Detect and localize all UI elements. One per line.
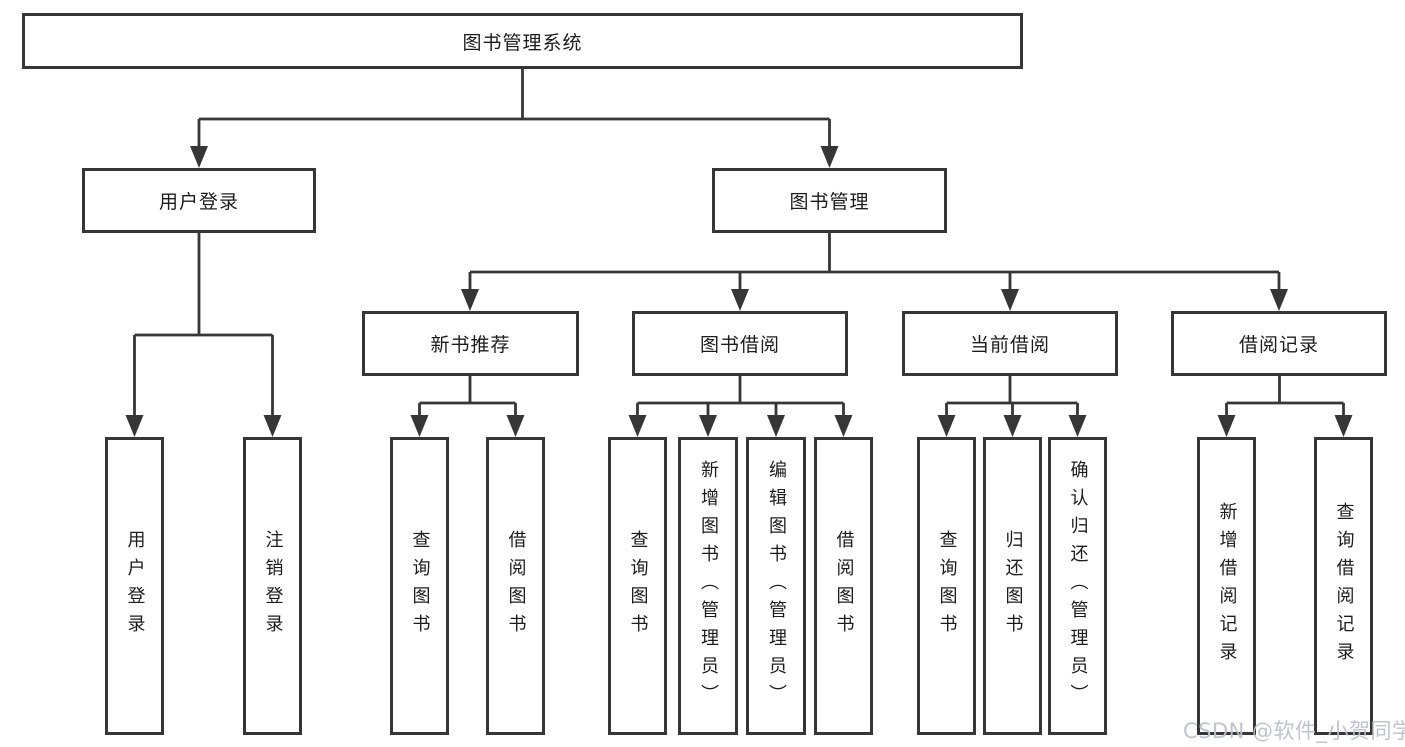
leaf-add-book-admin: 新增图书（管理员） — [678, 437, 738, 735]
leaf-return-book: 归还图书 — [983, 437, 1042, 735]
leaf-label: 查询借阅记录 — [1333, 502, 1355, 670]
connector-borrow-record-to-leaves — [1217, 375, 1353, 437]
leaf-logout: 注销登录 — [243, 437, 302, 735]
node-user-login: 用户登录 — [82, 168, 316, 233]
watermark: CSDN @软件_小贺同学 — [1183, 719, 1405, 743]
connector-book-borrow-to-leaves — [628, 375, 853, 437]
connector-user-login-to-leaves — [125, 232, 282, 437]
node-borrow-record: 借阅记录 — [1171, 311, 1387, 376]
leaf-label: 查询图书 — [627, 530, 649, 642]
node-label: 用户登录 — [158, 191, 239, 213]
node-current-borrow: 当前借阅 — [902, 311, 1118, 376]
connector-current-borrow-to-leaves — [937, 375, 1087, 437]
leaf-label: 查询图书 — [936, 530, 958, 642]
leaf-add-borrow-record: 新增借阅记录 — [1197, 437, 1256, 735]
leaf-borrow-book: 借阅图书 — [814, 437, 873, 735]
leaf-confirm-return-admin: 确认归还（管理员） — [1048, 437, 1107, 735]
leaf-user-login: 用户登录 — [105, 437, 164, 735]
leaf-query-book-recommend: 查询图书 — [390, 437, 449, 735]
leaf-label: 新增借阅记录 — [1216, 502, 1238, 670]
node-label: 图书管理系统 — [462, 31, 583, 54]
leaf-label: 注销登录 — [262, 530, 284, 642]
leaf-borrow-book-recommend: 借阅图书 — [486, 437, 545, 735]
leaf-label: 查询图书 — [409, 530, 431, 642]
leaf-label: 借阅图书 — [505, 530, 527, 642]
leaf-query-book-current: 查询图书 — [917, 437, 976, 735]
leaf-label: 编辑图书（管理员） — [766, 460, 787, 712]
node-label: 图书管理 — [789, 191, 870, 213]
leaf-label: 归还图书 — [1002, 530, 1024, 642]
node-label: 当前借阅 — [969, 334, 1050, 356]
leaf-label: 借阅图书 — [833, 530, 855, 642]
node-book-borrow: 图书借阅 — [632, 311, 848, 376]
leaf-edit-book-admin: 编辑图书（管理员） — [746, 437, 806, 735]
leaf-query-book-borrow: 查询图书 — [608, 437, 667, 735]
leaf-query-borrow-record: 查询借阅记录 — [1314, 437, 1373, 735]
node-label: 图书借阅 — [699, 334, 780, 356]
leaf-label: 确认归还（管理员） — [1067, 460, 1089, 712]
node-book-management: 图书管理 — [712, 168, 947, 233]
connector-root-to-branches — [190, 69, 839, 168]
node-label: 新书推荐 — [430, 334, 511, 356]
node-root: 图书管理系统 — [22, 13, 1023, 69]
node-new-book-recommend: 新书推荐 — [362, 311, 579, 376]
connector-new-book-to-leaves — [410, 375, 525, 437]
leaf-label: 新增图书（管理员） — [698, 460, 719, 712]
connector-book-management-to-modules — [461, 232, 1288, 311]
leaf-label: 用户登录 — [124, 530, 146, 642]
node-label: 借阅记录 — [1238, 334, 1319, 356]
